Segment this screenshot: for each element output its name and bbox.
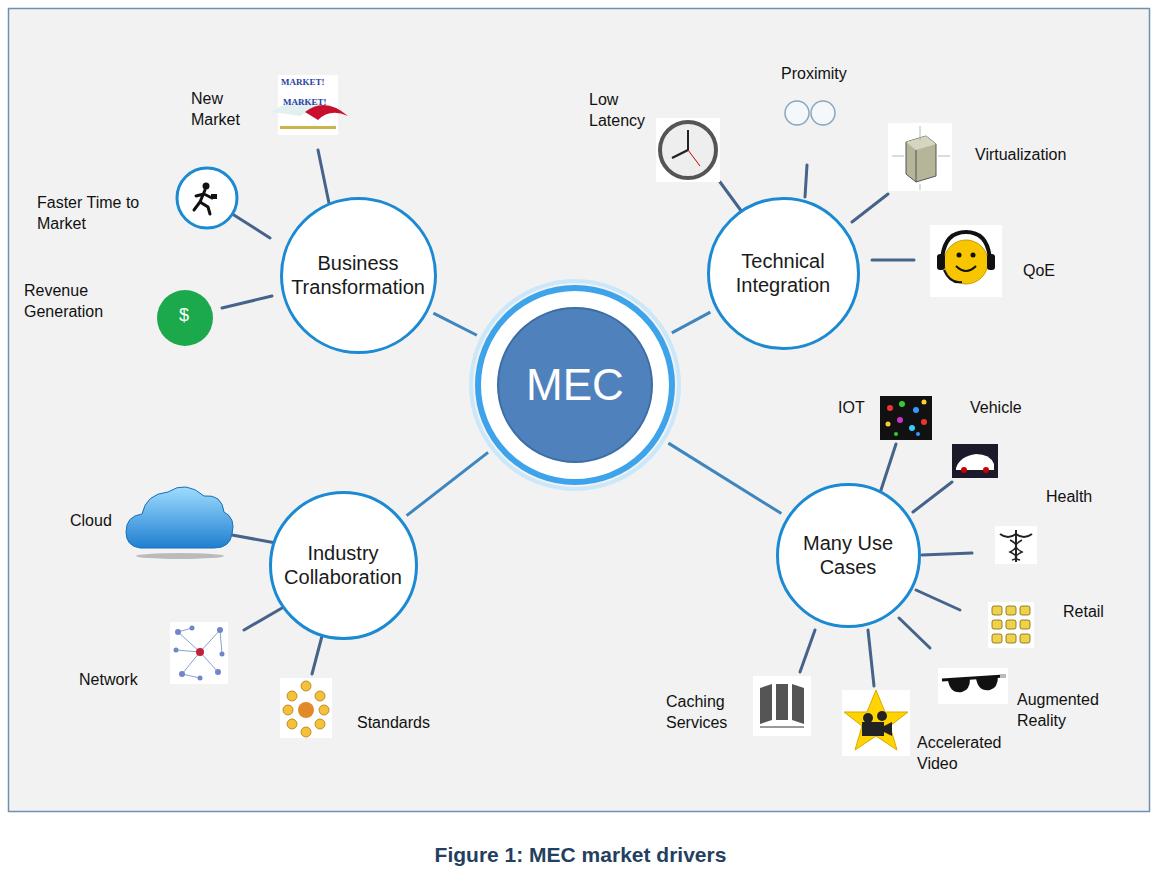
leaf-label: IOT <box>838 398 865 419</box>
connector-line <box>668 443 781 513</box>
car-icon <box>952 444 998 478</box>
leaf-label: New Market <box>191 89 251 131</box>
hub-circle: Industry Collaboration <box>269 491 418 640</box>
text-holder: Technical Integration <box>717 249 849 297</box>
iot-icon <box>880 396 932 440</box>
glasses-icon <box>938 668 1008 704</box>
connector <box>672 312 711 333</box>
network-icon <box>170 622 228 684</box>
leaf-label: Caching Services <box>666 692 738 734</box>
retail-icon <box>988 602 1034 648</box>
connector <box>407 452 488 515</box>
node-text: Many Use Cases <box>786 531 910 579</box>
video-star-icon <box>842 690 910 756</box>
cloud-icon <box>126 487 233 548</box>
leaf-label: MARKET! <box>281 78 325 88</box>
leaf-label: Cloud <box>70 511 112 532</box>
circle-shape <box>777 484 919 626</box>
circle-outline <box>280 197 437 354</box>
circle-outline <box>269 491 418 640</box>
figure-caption: Figure 1: MEC market drivers <box>0 843 1161 867</box>
circle-shape <box>281 198 435 352</box>
connector-line <box>407 452 488 515</box>
hub-circle: Technical Integration <box>707 197 860 350</box>
node-text: Business Transformation <box>290 251 426 299</box>
circle-shape <box>270 492 416 638</box>
hub-circle: Many Use Cases <box>776 483 921 628</box>
cube-icon <box>888 123 952 191</box>
leaf-label: Augmented Reality <box>1017 690 1113 732</box>
cloud-shadow <box>136 553 224 559</box>
connector-line <box>433 313 477 335</box>
text-holder: Industry Collaboration <box>279 541 407 589</box>
connector <box>433 313 477 335</box>
connector-line <box>672 312 711 333</box>
caduceus-icon <box>995 526 1037 564</box>
circle-outline <box>707 197 860 350</box>
circle-shape <box>708 198 858 348</box>
node-text: Industry Collaboration <box>279 541 407 589</box>
leaf-label: Low Latency <box>589 90 653 132</box>
leaf-label: Vehicle <box>970 398 1022 419</box>
clock-icon <box>656 118 720 182</box>
frame <box>9 9 1150 812</box>
smiley-icon <box>930 225 1002 297</box>
leaf-label: Accelerated Video <box>917 733 1013 775</box>
market-icon <box>272 75 350 135</box>
text-holder: Business Transformation <box>290 251 426 299</box>
leaf-label: $ <box>179 306 189 326</box>
leaf-label: MARKET! <box>283 98 327 108</box>
leaf-label: Network <box>79 670 138 691</box>
leaf-label: QoE <box>1023 261 1055 282</box>
circle-outline <box>776 483 921 628</box>
proximity-icon <box>785 101 835 125</box>
circle-shape <box>498 308 652 462</box>
runner-icon <box>177 168 237 228</box>
dollar-icon <box>157 290 213 346</box>
leaf-label: Retail <box>1063 602 1104 623</box>
mec-ring-glow <box>471 281 679 489</box>
node-text: Technical Integration <box>717 249 849 297</box>
hub-circle: Business Transformation <box>280 197 437 354</box>
leaf-label: Health <box>1046 487 1092 508</box>
standards-icon <box>280 678 332 738</box>
text-holder: Many Use Cases <box>786 531 910 579</box>
text-holder: MEC <box>526 359 624 412</box>
connector <box>668 443 781 513</box>
center-circle: MEC <box>497 307 653 463</box>
leaf-label: Proximity <box>781 64 847 85</box>
node-text: MEC <box>526 359 624 412</box>
leaf-label: Revenue Generation <box>24 281 116 323</box>
leaf-label: Standards <box>357 713 430 734</box>
mec-ring <box>478 288 672 482</box>
leaf-label: Virtualization <box>975 145 1066 166</box>
caching-icon <box>753 676 811 736</box>
leaf-label: Faster Time to Market <box>37 193 155 235</box>
leader-lines <box>222 150 972 686</box>
